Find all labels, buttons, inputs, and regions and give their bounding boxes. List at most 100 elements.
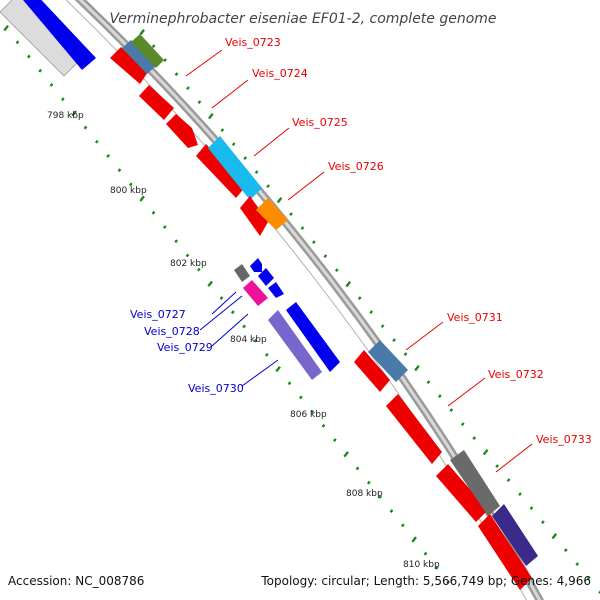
tick-mark	[334, 268, 339, 273]
tick-mark	[345, 281, 352, 288]
tick-mark	[139, 29, 145, 36]
gene-cyan[interactable]	[208, 136, 262, 200]
kbp-label-810: 810 kbp	[403, 560, 440, 570]
gene-blue-arrow-c[interactable]	[268, 282, 284, 298]
tick-mark	[117, 168, 122, 173]
tick-mark	[343, 451, 349, 458]
label-veis-0724[interactable]: Veis_0724	[252, 67, 308, 80]
tick-mark	[389, 509, 394, 514]
tick-mark	[94, 139, 99, 144]
tick-mark	[196, 267, 201, 272]
gene-red-bottom[interactable]	[478, 514, 532, 590]
kbp-label-804: 804 kbp	[230, 335, 267, 345]
tick-mark	[355, 466, 360, 471]
tick-mark	[174, 72, 179, 77]
map-title: Verminephrobacter eiseniae EF01-2, compl…	[109, 11, 496, 27]
label-veis-0728[interactable]: Veis_0728	[144, 325, 200, 338]
gene-veis-0732[interactable]	[386, 394, 442, 464]
tick-mark	[289, 212, 293, 217]
label-veis-0727[interactable]: Veis_0727	[130, 308, 186, 321]
gene-veis-0731[interactable]	[354, 350, 390, 392]
gene-veis-0730[interactable]	[268, 310, 322, 380]
tick-mark	[106, 154, 111, 158]
gene-veis-0727[interactable]	[234, 264, 250, 282]
kbp-label-800: 800 kbp	[110, 186, 147, 196]
kbp-labels: 798 kbp 800 kbp 802 kbp 804 kbp 806 kbp …	[47, 111, 440, 570]
tick-mark	[151, 44, 156, 49]
label-veis-0726[interactable]: Veis_0726	[328, 160, 384, 173]
kbp-label-802: 802 kbp	[170, 259, 207, 269]
gene-veis-0729[interactable]	[286, 302, 340, 372]
tick-mark	[3, 25, 9, 32]
tick-mark	[139, 195, 145, 202]
gene-veis-0733[interactable]	[436, 464, 488, 522]
label-veis-0730[interactable]: Veis_0730	[188, 382, 244, 395]
tick-mark	[49, 83, 54, 87]
tick-mark	[242, 324, 247, 329]
gene-indigo-bottom[interactable]	[492, 504, 538, 566]
gene-steelblue-small[interactable]	[122, 40, 156, 74]
tick-mark	[208, 113, 214, 120]
gene-blue-arrow-b[interactable]	[258, 268, 274, 286]
tick-mark	[321, 423, 326, 428]
tick-mark	[185, 253, 190, 258]
label-veis-0731[interactable]: Veis_0731	[447, 311, 503, 324]
gene-veis-0725[interactable]	[196, 144, 246, 198]
gene-olive-small[interactable]	[131, 34, 164, 68]
tick-mark	[83, 125, 88, 130]
tick-mark	[423, 551, 428, 556]
tick-mark	[426, 380, 431, 385]
tick-mark	[253, 338, 258, 343]
tick-mark	[186, 86, 190, 91]
tick-mark	[392, 338, 396, 343]
tick-mark	[71, 110, 77, 117]
tick-mark	[323, 254, 328, 259]
tick-mark	[434, 565, 439, 570]
tick-mark	[332, 438, 337, 442]
gene-orange[interactable]	[256, 198, 288, 230]
gene-grey-0733[interactable]	[450, 450, 500, 516]
accession-text: Accession: NC_008786	[8, 574, 144, 588]
gene-blue-arrow-a[interactable]	[250, 258, 262, 272]
tick-mark	[287, 381, 292, 386]
tick-mark	[357, 296, 362, 301]
tick-mark	[310, 409, 315, 414]
gene-steelblue-0731[interactable]	[368, 340, 408, 382]
topology-text: Topology: circular; Length: 5,566,749 bp…	[260, 574, 591, 588]
tick-mark	[207, 280, 213, 287]
left-gene-labels: Veis_0727 Veis_0728 Veis_0729 Veis_0730	[130, 291, 279, 395]
tick-mark	[197, 100, 202, 105]
tick-mark	[506, 478, 511, 483]
label-veis-0725[interactable]: Veis_0725	[292, 116, 348, 129]
tick-mark	[495, 464, 499, 469]
gene-veis-0724[interactable]	[139, 85, 174, 120]
label-veis-0723[interactable]: Veis_0723	[225, 36, 281, 49]
tick-mark	[15, 40, 20, 45]
label-veis-0729[interactable]: Veis_0729	[157, 341, 213, 354]
gene-veis-0723-body[interactable]	[110, 47, 148, 84]
tick-mark	[300, 226, 305, 231]
tick-mark	[243, 156, 248, 161]
tick-mark	[128, 182, 133, 187]
kbp-label-806: 806 kbp	[290, 410, 327, 420]
gene-veis-0728[interactable]	[243, 280, 268, 306]
tick-mark	[411, 536, 417, 543]
tick-mark	[220, 128, 225, 133]
gene-veis-0724b[interactable]	[166, 114, 198, 148]
tick-mark	[60, 97, 65, 102]
tick-mark	[460, 422, 465, 427]
right-track-genes	[110, 34, 538, 590]
tick-tracks	[3, 25, 600, 595]
tick-mark	[529, 506, 534, 511]
gene-veis-0726[interactable]	[240, 196, 268, 236]
kbp-label-808: 808 kbp	[346, 489, 383, 499]
gene-blue-large[interactable]	[18, 0, 96, 70]
tick-mark	[586, 576, 591, 581]
tick-mark	[563, 548, 568, 553]
label-veis-0733[interactable]: Veis_0733	[536, 433, 592, 446]
tick-mark	[298, 395, 303, 400]
tick-mark	[275, 365, 281, 373]
label-veis-0732[interactable]: Veis_0732	[488, 368, 544, 381]
tick-mark	[174, 239, 179, 244]
tick-mark	[276, 197, 283, 204]
